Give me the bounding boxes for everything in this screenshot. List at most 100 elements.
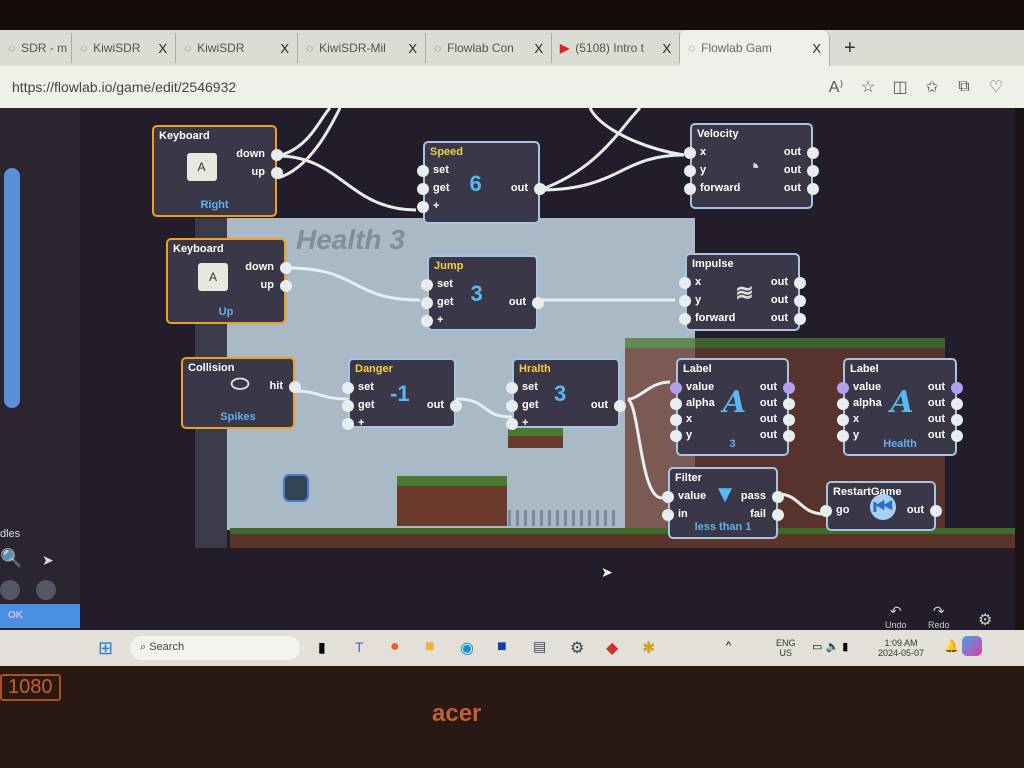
input-port[interactable]: [417, 201, 429, 213]
output-port[interactable]: [532, 297, 544, 309]
output-port[interactable]: [280, 280, 292, 292]
url-input[interactable]: https://flowlab.io/game/edit/2546932: [12, 79, 237, 95]
collections-icon[interactable]: ⧉: [958, 78, 970, 95]
input-port[interactable]: [684, 147, 696, 159]
output-port[interactable]: [289, 381, 301, 393]
redo-button[interactable]: ↷Redo: [928, 603, 950, 630]
input-port[interactable]: [837, 382, 849, 394]
input-port[interactable]: [417, 183, 429, 195]
input-port[interactable]: [662, 491, 674, 503]
file-explorer-icon[interactable]: ■: [425, 638, 435, 655]
input-port[interactable]: [662, 509, 674, 521]
input-port[interactable]: [342, 382, 354, 394]
close-tab-icon[interactable]: X: [158, 40, 167, 56]
output-port[interactable]: [772, 509, 784, 521]
input-port[interactable]: [670, 430, 682, 442]
input-port[interactable]: [679, 277, 691, 289]
output-port[interactable]: [951, 414, 963, 426]
tray-chevron-icon[interactable]: ^: [726, 640, 732, 652]
input-port[interactable]: [421, 315, 433, 327]
close-tab-icon[interactable]: X: [812, 40, 821, 56]
browser-essentials-icon[interactable]: ♡: [988, 79, 1004, 96]
output-port[interactable]: [951, 382, 963, 394]
close-tab-icon[interactable]: X: [534, 40, 543, 56]
task-view-icon[interactable]: ▮: [318, 639, 326, 655]
output-port[interactable]: [951, 430, 963, 442]
input-port[interactable]: [421, 279, 433, 291]
app-icon[interactable]: ◆: [606, 640, 619, 657]
app-icon[interactable]: ✱: [642, 640, 656, 657]
input-port[interactable]: [506, 382, 518, 394]
new-tab-button[interactable]: +: [844, 36, 856, 59]
input-port[interactable]: [506, 418, 518, 430]
input-port[interactable]: [837, 430, 849, 442]
output-port[interactable]: [271, 149, 283, 161]
input-port[interactable]: [421, 297, 433, 309]
network-volume-battery-icons[interactable]: ▭ 🔈 ▮: [812, 641, 849, 653]
output-port[interactable]: [807, 147, 819, 159]
close-tab-icon[interactable]: X: [280, 40, 289, 56]
input-port[interactable]: [684, 183, 696, 195]
input-port[interactable]: [684, 165, 696, 177]
copilot-icon[interactable]: [962, 636, 982, 656]
input-port[interactable]: [670, 382, 682, 394]
store-icon[interactable]: ■: [497, 638, 507, 655]
output-port[interactable]: [807, 165, 819, 177]
ok-button[interactable]: OK: [0, 604, 82, 628]
output-port[interactable]: [951, 398, 963, 410]
input-port[interactable]: [670, 414, 682, 426]
output-port[interactable]: [794, 295, 806, 307]
output-port[interactable]: [534, 183, 546, 195]
read-aloud-icon[interactable]: A⁾: [828, 79, 844, 96]
input-port[interactable]: [679, 313, 691, 325]
input-port[interactable]: [679, 295, 691, 307]
input-port[interactable]: [506, 400, 518, 412]
start-icon[interactable]: ⊞: [98, 638, 114, 658]
input-port[interactable]: [837, 398, 849, 410]
output-port[interactable]: [783, 414, 795, 426]
taskbar-search[interactable]: ⌕ Search: [130, 636, 300, 660]
output-port[interactable]: [807, 183, 819, 195]
pause-button[interactable]: [0, 580, 20, 600]
close-tab-icon[interactable]: X: [662, 40, 671, 56]
favorite-star-icon[interactable]: ☆: [860, 79, 876, 96]
favorites-icon[interactable]: ✩: [925, 79, 939, 96]
output-port[interactable]: [930, 505, 942, 517]
edge-icon[interactable]: ◉: [460, 640, 474, 657]
scrollbar[interactable]: [4, 168, 20, 408]
undo-button[interactable]: ↶Undo: [885, 603, 907, 630]
output-port[interactable]: [783, 382, 795, 394]
input-port[interactable]: [417, 165, 429, 177]
teams-icon[interactable]: T: [355, 639, 364, 655]
settings-icon[interactable]: ⚙: [570, 640, 585, 657]
input-port[interactable]: [342, 418, 354, 430]
zoom-icon[interactable]: 🔍: [0, 548, 23, 568]
settings-gear-icon[interactable]: ⚙: [978, 612, 993, 629]
output-port[interactable]: [450, 400, 462, 412]
amazon-icon[interactable]: ▤: [533, 638, 547, 654]
output-port[interactable]: [271, 167, 283, 179]
input-port[interactable]: [820, 505, 832, 517]
close-tab-icon[interactable]: X: [408, 40, 417, 56]
stop-button[interactable]: [36, 580, 56, 600]
